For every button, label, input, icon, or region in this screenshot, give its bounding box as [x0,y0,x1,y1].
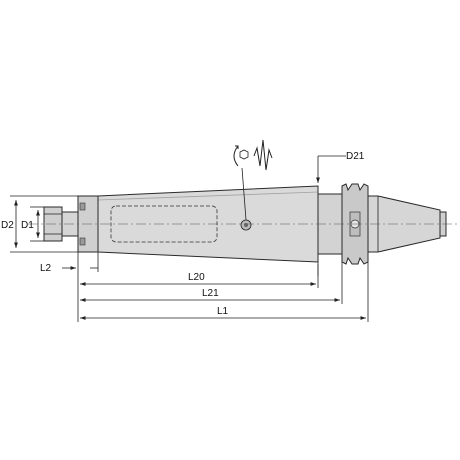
label-l20: L20 [188,272,205,283]
label-d21: D21 [346,151,365,162]
dim-l21: L21 [80,254,343,304]
label-d1: D1 [21,220,34,231]
dim-d2: D2 [1,195,78,253]
dim-d1: D1 [21,206,44,242]
dim-l20: L20 [80,252,319,288]
vibration-damping-icon [253,139,273,171]
dim-l2: L2 [40,252,98,322]
rotation-arrow-icon [233,145,239,167]
label-l1: L1 [217,306,229,317]
label-d2: D2 [1,220,14,231]
coolant-hexagon-icon [239,149,249,160]
icon-leader [241,167,247,221]
tool-holder-body [28,183,458,265]
dim-l1: L1 [80,262,369,322]
label-l21: L21 [202,288,219,299]
label-l2: L2 [40,263,52,274]
